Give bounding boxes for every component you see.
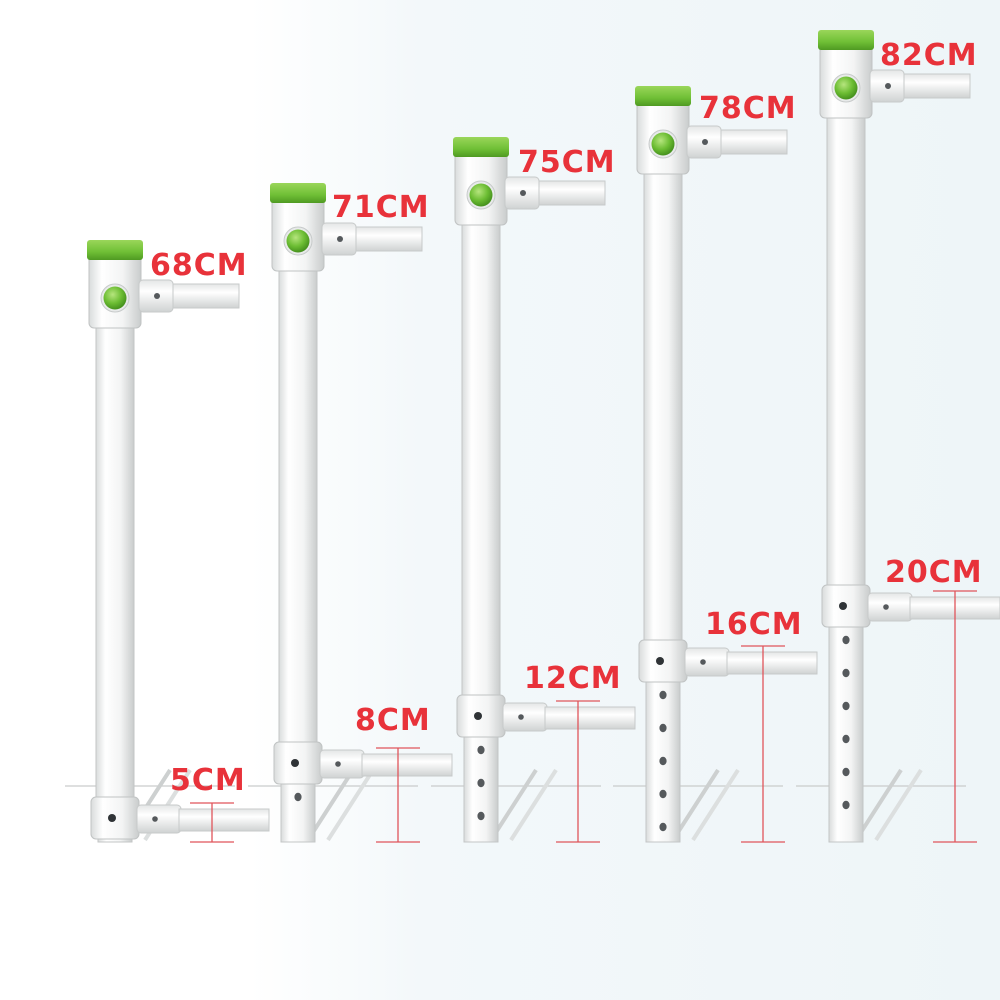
adjustment-hole — [842, 767, 850, 777]
green-cap — [453, 137, 509, 157]
green-cap — [270, 183, 326, 203]
floor-bracket — [431, 768, 601, 842]
upper-tube — [95, 323, 135, 818]
height-measure-marker — [556, 700, 600, 843]
height-measure-marker — [741, 645, 785, 843]
total-height-label: 78CM — [699, 91, 797, 126]
total-height-label: 68CM — [150, 248, 248, 283]
rail-leg-4 — [635, 86, 818, 843]
adjustment-hole — [842, 800, 850, 810]
total-height-label: 82CM — [880, 38, 978, 73]
height-measure-marker — [933, 590, 977, 843]
adjustment-hole — [659, 723, 667, 733]
floor-bracket — [796, 768, 966, 842]
rail-leg-2 — [270, 183, 453, 843]
bottom-height-label: 12CM — [524, 661, 622, 696]
release-button-icon — [103, 286, 127, 310]
adjustment-hole — [842, 635, 850, 645]
floor-bracket — [613, 768, 783, 842]
adjustment-hole — [659, 690, 667, 700]
bottom-height-label: 16CM — [705, 607, 803, 642]
release-button-icon — [834, 76, 858, 100]
total-height-label: 75CM — [518, 145, 616, 180]
bottom-side-arm — [361, 753, 453, 777]
adjustment-hole — [842, 734, 850, 744]
height-measure-marker — [376, 747, 420, 843]
floor-bracket — [248, 768, 418, 842]
adjustment-hole — [477, 745, 485, 755]
total-height-label: 71CM — [332, 190, 430, 225]
rail-leg-1 — [87, 240, 270, 843]
adjustment-hole — [477, 778, 485, 788]
green-cap — [818, 30, 874, 50]
release-button-icon — [469, 183, 493, 207]
upper-tube — [278, 266, 318, 763]
adjustment-hole — [659, 756, 667, 766]
upper-tube — [826, 113, 866, 606]
height-measure-marker — [190, 802, 234, 843]
bottom-height-label: 8CM — [355, 703, 431, 738]
release-button-icon — [286, 229, 310, 253]
adjustment-hole — [294, 792, 302, 802]
rail-leg-3 — [453, 137, 636, 843]
bottom-side-arm — [544, 706, 636, 730]
adjustment-hole — [659, 789, 667, 799]
green-cap — [87, 240, 143, 260]
release-button-icon — [651, 132, 675, 156]
bottom-height-label: 20CM — [885, 555, 983, 590]
bottom-height-label: 5CM — [170, 763, 246, 798]
upper-tube — [461, 220, 501, 716]
bottom-side-arm — [178, 808, 270, 832]
adjustment-hole — [477, 811, 485, 821]
rail-leg-5 — [818, 30, 1000, 843]
adjustment-hole — [842, 701, 850, 711]
lower-tube — [645, 659, 681, 843]
upper-tube — [643, 169, 683, 661]
adjustment-hole — [842, 668, 850, 678]
green-cap — [635, 86, 691, 106]
adjustment-hole — [659, 822, 667, 832]
bottom-side-arm — [726, 651, 818, 675]
